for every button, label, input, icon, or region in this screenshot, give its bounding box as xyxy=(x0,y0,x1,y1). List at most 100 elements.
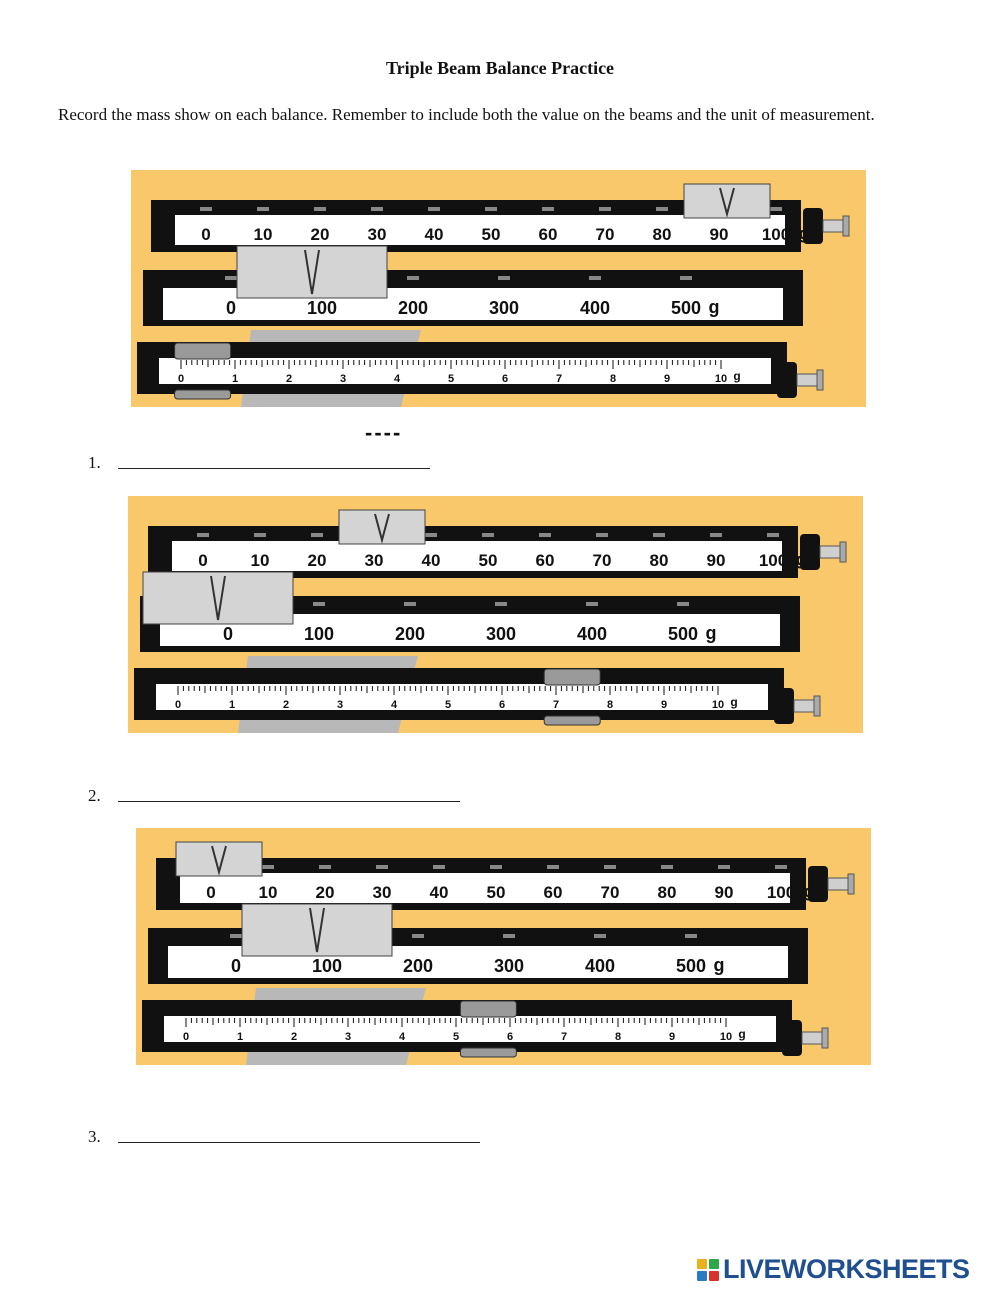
question-2: 2. xyxy=(88,785,464,806)
beam-500g-notch xyxy=(680,276,692,280)
beam-100g-label: 50 xyxy=(482,225,501,244)
beam-500g-notch xyxy=(589,276,601,280)
answer-input-3[interactable] xyxy=(118,1128,484,1147)
rider-10g-bottom xyxy=(459,1047,517,1058)
rider-10g-top xyxy=(543,668,601,686)
beam-500g-notch xyxy=(495,602,507,606)
beam-10g-label: 10 xyxy=(720,1031,732,1043)
beam-500g-notch xyxy=(586,602,598,606)
beam-100g-notch xyxy=(653,533,665,537)
balance-svg: 0102030405060708090100g0100200300400500g… xyxy=(128,496,863,733)
beam-100g-label: 90 xyxy=(710,225,729,244)
answer-input-2[interactable] xyxy=(118,787,464,806)
beam-100g-label: 20 xyxy=(308,551,327,570)
beam-10g-label: 8 xyxy=(610,373,616,385)
beam-100g-label: 30 xyxy=(365,551,384,570)
beam-10g-label: 4 xyxy=(391,699,398,711)
beam-10g-label: 5 xyxy=(453,1031,459,1043)
knob-end xyxy=(842,215,850,237)
beam-500g-label: 500 xyxy=(676,956,706,976)
balance-svg: 0102030405060708090100g0100200300400500g… xyxy=(136,828,871,1065)
question-number: 3. xyxy=(88,1127,101,1146)
beam-100g-notch xyxy=(428,207,440,211)
beam-500g-notch xyxy=(498,276,510,280)
beam-10g-label: 8 xyxy=(607,699,613,711)
rider-10g-top xyxy=(174,342,232,360)
question-number: 1. xyxy=(88,453,101,472)
beam-500g-label: 200 xyxy=(403,956,433,976)
knob-end xyxy=(813,695,821,717)
beam-100g-label: 40 xyxy=(430,883,449,902)
beam-500g-notch xyxy=(404,602,416,606)
beam-100g-notch xyxy=(767,533,779,537)
beam-10g-label: 10 xyxy=(712,699,724,711)
beam-10g-label: 4 xyxy=(399,1031,406,1043)
beam-500g-label: 100 xyxy=(304,624,334,644)
beam-500g-label: 0 xyxy=(223,624,233,644)
beam-100g-label: 60 xyxy=(539,225,558,244)
answer-input-1[interactable] xyxy=(118,454,434,473)
question-1: 1. xyxy=(88,452,434,473)
beam-10g-unit: g xyxy=(738,1027,745,1041)
beam-10g-label: 7 xyxy=(556,373,562,385)
beam-500g-label: 300 xyxy=(494,956,524,976)
beam-100g-notch xyxy=(539,533,551,537)
answer-line xyxy=(118,1126,484,1147)
question-number: 2. xyxy=(88,786,101,805)
rider-100g xyxy=(683,183,771,219)
beam-100g-label: 10 xyxy=(259,883,278,902)
beam-500g-unit: g xyxy=(709,297,720,317)
beam-100g-label: 0 xyxy=(198,551,207,570)
knob-cap xyxy=(782,1020,802,1056)
knob-cap xyxy=(800,534,820,570)
beam-500g-label: 100 xyxy=(307,298,337,318)
balance-1: 0102030405060708090100g0100200300400500g… xyxy=(131,170,866,407)
beam-100g-notch xyxy=(376,865,388,869)
instructions: Record the mass show on each balance. Re… xyxy=(58,105,875,124)
beam-10g-face xyxy=(156,684,768,710)
beam-100g-notch xyxy=(547,865,559,869)
beam-100g-label: 0 xyxy=(206,883,215,902)
beam-500g-label: 300 xyxy=(489,298,519,318)
knob-screw xyxy=(796,373,818,387)
beam-100g-notch xyxy=(200,207,212,211)
beam-100g-notch xyxy=(319,865,331,869)
beam-100g-label: 90 xyxy=(707,551,726,570)
beam-100g-notch xyxy=(710,533,722,537)
beam-10g-face xyxy=(159,358,771,384)
beam-100g-label: 60 xyxy=(544,883,563,902)
answer-line xyxy=(118,785,464,806)
beam-100g-label: 10 xyxy=(254,225,273,244)
beam-100g-label: 100 xyxy=(762,225,790,244)
beam-100g-notch xyxy=(371,207,383,211)
rider-10g xyxy=(543,668,601,726)
beam-10g-label: 6 xyxy=(507,1031,513,1043)
beam-500g-notch xyxy=(594,934,606,938)
beam-500g-notch xyxy=(677,602,689,606)
rider-pointer xyxy=(304,249,320,295)
answer-line xyxy=(118,452,434,473)
beam-10g-label: 2 xyxy=(283,699,289,711)
beam-500g-label: 200 xyxy=(395,624,425,644)
liveworksheets-logo: LIVEWORKSHEETS xyxy=(697,1254,970,1285)
beam-10g-knob xyxy=(777,362,824,398)
beam-100g-label: 0 xyxy=(201,225,210,244)
beam-500g-label: 400 xyxy=(577,624,607,644)
beam-100g-notch xyxy=(775,865,787,869)
rider-500g xyxy=(142,571,294,625)
logo-mark-icon xyxy=(697,1258,719,1281)
rider-pointer xyxy=(719,187,735,218)
logo-text: LIVEWORKSHEETS xyxy=(723,1254,970,1284)
rider-500g xyxy=(241,903,393,957)
beam-10g-label: 2 xyxy=(286,373,292,385)
beam-100g-face xyxy=(175,215,785,245)
beam-100g-label: 70 xyxy=(601,883,620,902)
balance-svg: 0102030405060708090100g0100200300400500g… xyxy=(131,170,866,407)
beam-100g-notch xyxy=(311,533,323,537)
beam-100g-notch xyxy=(596,533,608,537)
beam-500g-label: 400 xyxy=(585,956,615,976)
beam-10g-label: 10 xyxy=(715,373,727,385)
